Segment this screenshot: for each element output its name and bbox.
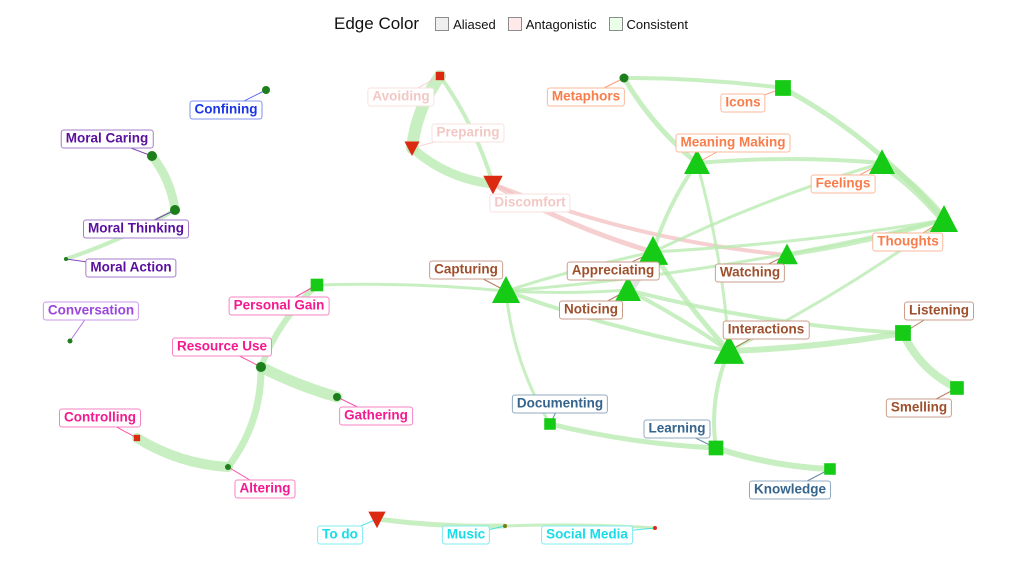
label-smelling[interactable]: Smelling: [885, 398, 953, 418]
label-documenting[interactable]: Documenting: [511, 394, 609, 414]
label-confining[interactable]: Confining: [189, 100, 263, 120]
edge-appreciating-feelings: [651, 161, 884, 254]
legend-item-consistent: Consistent: [608, 17, 688, 32]
node-documenting[interactable]: [544, 418, 556, 430]
edge-moral_caring-moral_thinking: [147, 151, 180, 215]
node-moral_action[interactable]: [64, 257, 68, 261]
node-interactions[interactable]: [713, 334, 745, 364]
label-interactions[interactable]: Interactions: [722, 320, 810, 340]
label-discomfort[interactable]: Discomfort: [489, 193, 571, 213]
node-confining[interactable]: [262, 86, 270, 94]
edge-resource_use-altering: [224, 363, 265, 471]
label-appreciating[interactable]: Appreciating: [566, 261, 660, 281]
label-moral_caring[interactable]: Moral Caring: [60, 129, 154, 149]
edge-interactions-listening: [726, 330, 906, 354]
legend-title: Edge Color: [334, 14, 420, 33]
node-meaning_making[interactable]: [684, 149, 710, 175]
label-thoughts[interactable]: Thoughts: [872, 232, 944, 252]
label-personal_gain[interactable]: Personal Gain: [228, 296, 330, 316]
node-icons[interactable]: [775, 80, 791, 96]
edge-noticing-interactions: [626, 288, 731, 353]
label-knowledge[interactable]: Knowledge: [748, 480, 832, 500]
node-metaphors[interactable]: [619, 73, 629, 83]
edge-learning-knowledge: [713, 445, 833, 472]
node-gathering[interactable]: [333, 393, 341, 401]
consistent-swatch-icon: [608, 17, 623, 31]
node-altering[interactable]: [225, 464, 231, 470]
label-noticing[interactable]: Noticing: [559, 300, 623, 320]
label-meaning_making[interactable]: Meaning Making: [675, 133, 791, 153]
edge-metaphors-meaning_making: [621, 75, 700, 166]
edge-avoiding-preparing: [406, 70, 446, 154]
antagonistic-swatch-icon: [507, 17, 522, 31]
label-controlling[interactable]: Controlling: [59, 408, 141, 428]
edge-watching-thoughts: [785, 218, 946, 257]
node-capturing[interactable]: [491, 276, 521, 303]
edge-resource_use-gathering: [255, 361, 343, 403]
node-personal_gain[interactable]: [310, 278, 324, 292]
edge-preparing-discomfort: [407, 143, 498, 189]
edge-music-social_media: [503, 523, 657, 530]
aliased-swatch-icon: [435, 17, 450, 31]
legend-item-aliased: Aliased: [435, 17, 496, 32]
label-music[interactable]: Music: [441, 525, 491, 545]
label-altering[interactable]: Altering: [234, 479, 296, 499]
node-thoughts[interactable]: [929, 205, 959, 232]
node-moral_thinking[interactable]: [170, 205, 180, 215]
edge-personal_gain-resource_use: [258, 282, 320, 370]
edge-appreciating-thoughts: [651, 218, 946, 254]
legend-item-antagonistic: Antagonistic: [507, 17, 597, 32]
label-to_do[interactable]: To do: [317, 525, 363, 545]
node-learning[interactable]: [708, 440, 724, 456]
edge-to_do-music: [374, 516, 508, 529]
node-smelling[interactable]: [950, 381, 964, 395]
node-avoiding[interactable]: [435, 71, 445, 81]
label-moral_thinking[interactable]: Moral Thinking: [83, 219, 189, 239]
node-listening[interactable]: [895, 325, 911, 341]
label-conversation[interactable]: Conversation: [42, 301, 140, 321]
edge-personal_gain-capturing: [315, 282, 508, 293]
edge-meaning_making-feelings: [695, 157, 884, 165]
node-conversation[interactable]: [67, 338, 73, 344]
label-feelings[interactable]: Feelings: [810, 174, 876, 194]
node-social_media[interactable]: [653, 526, 657, 530]
node-watching[interactable]: [776, 243, 798, 265]
edge-color-legend: Edge Color Aliased Antagonistic Consiste…: [0, 14, 1022, 34]
node-preparing[interactable]: [404, 141, 420, 157]
node-resource_use[interactable]: [256, 362, 266, 372]
node-moral_caring[interactable]: [147, 151, 157, 161]
label-social_media[interactable]: Social Media: [541, 525, 633, 545]
node-to_do[interactable]: [368, 511, 386, 529]
label-icons[interactable]: Icons: [720, 93, 766, 113]
label-capturing[interactable]: Capturing: [429, 260, 503, 280]
label-gathering[interactable]: Gathering: [339, 406, 413, 426]
node-appreciating[interactable]: [637, 235, 669, 265]
edge-controlling-altering: [132, 433, 233, 472]
edge-listening-smelling: [899, 329, 961, 392]
node-feelings[interactable]: [869, 149, 895, 175]
label-resource_use[interactable]: Resource Use: [171, 337, 273, 357]
edge-icons-thoughts: [780, 85, 947, 223]
edge-interactions-learning: [712, 349, 731, 450]
edge-documenting-learning: [547, 421, 719, 451]
node-noticing[interactable]: [615, 276, 641, 302]
node-discomfort[interactable]: [483, 175, 503, 195]
edge-capturing-interactions: [504, 289, 731, 353]
edge-noticing-listening: [626, 288, 905, 335]
node-music[interactable]: [503, 524, 507, 528]
label-watching[interactable]: Watching: [714, 263, 786, 283]
label-avoiding[interactable]: Avoiding: [367, 87, 435, 107]
label-moral_action[interactable]: Moral Action: [85, 258, 177, 278]
node-controlling[interactable]: [133, 434, 141, 442]
node-knowledge[interactable]: [824, 463, 836, 475]
label-learning[interactable]: Learning: [643, 419, 711, 439]
edge-metaphors-icons: [622, 76, 785, 90]
label-metaphors[interactable]: Metaphors: [546, 87, 626, 107]
edge-capturing-noticing: [504, 288, 630, 295]
label-preparing[interactable]: Preparing: [431, 123, 505, 143]
label-listening[interactable]: Listening: [904, 301, 974, 321]
